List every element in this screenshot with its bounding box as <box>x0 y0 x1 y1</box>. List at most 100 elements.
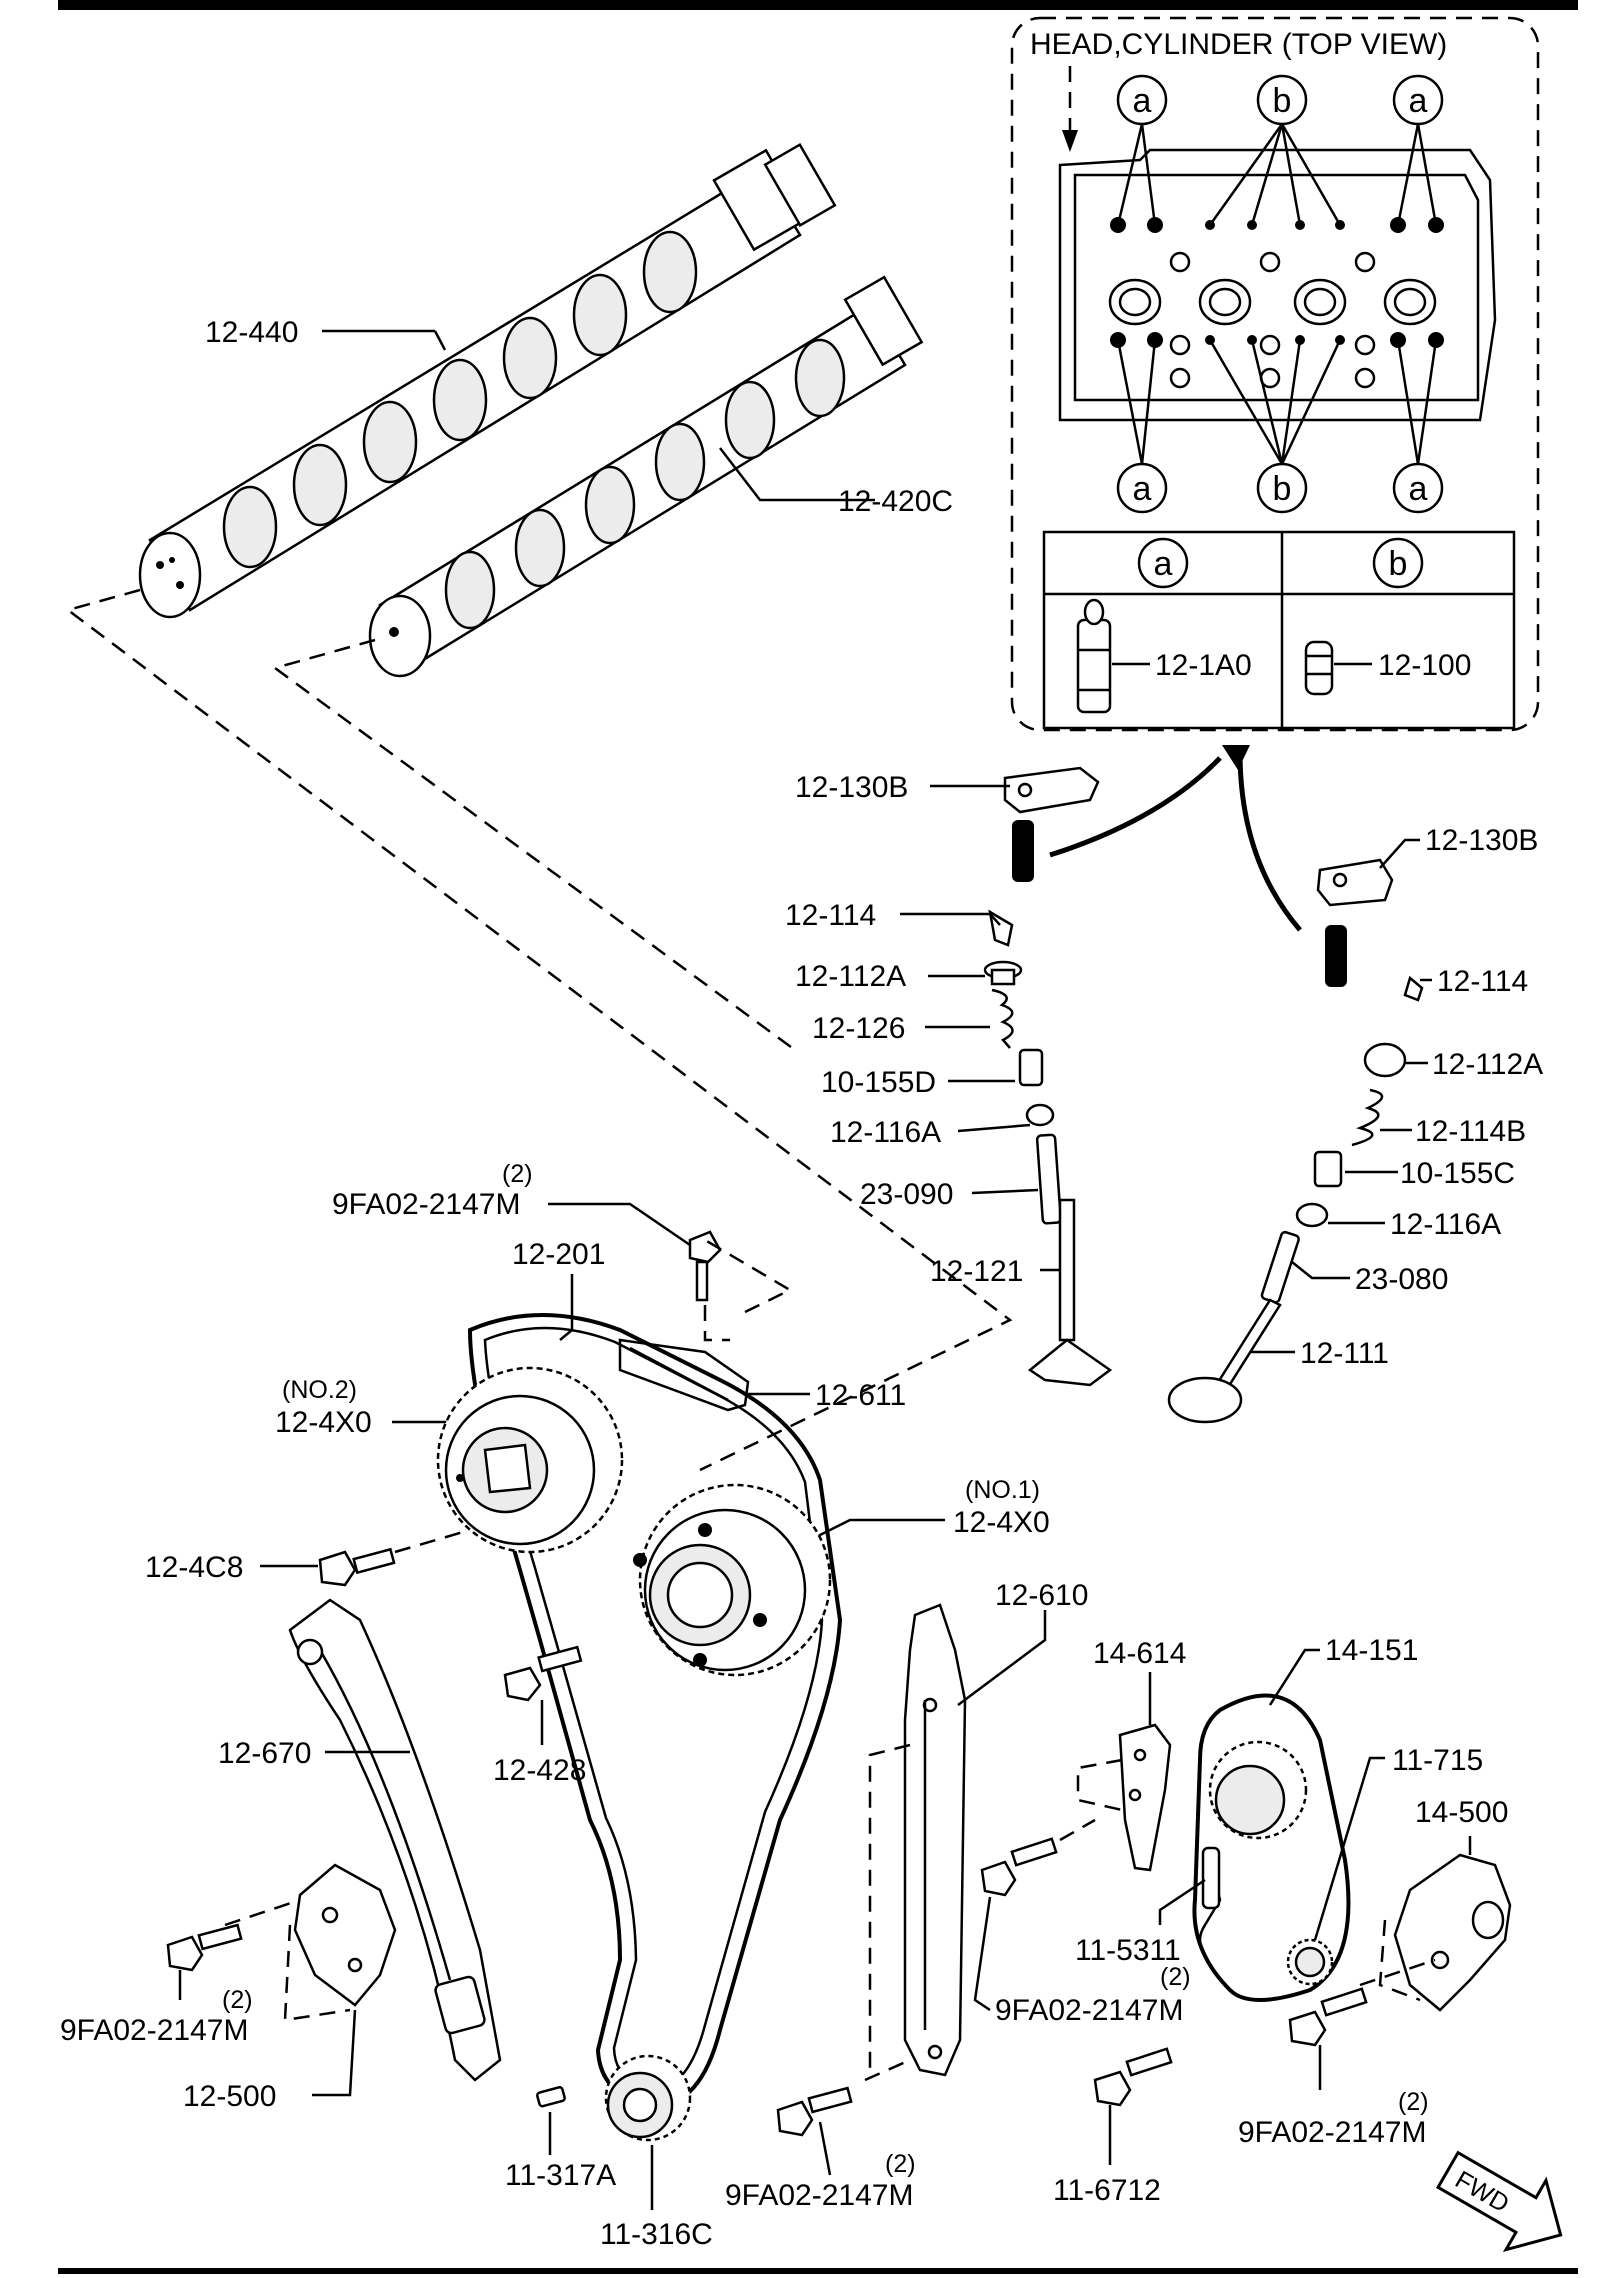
label-12-114-left: 12-114 <box>785 899 876 932</box>
label-12-130B-left: 12-130B <box>795 771 908 804</box>
label-9FA02-2147M-bottom: 9FA02-2147M <box>725 2179 913 2212</box>
label-bolt-qty-br: (2) <box>1398 2088 1429 2116</box>
callout-b-bottom: b <box>1273 470 1292 508</box>
label-bolt-qty-mid: (2) <box>1160 1963 1191 1991</box>
hla-12-1A0-drawing <box>1076 598 1112 714</box>
label-bolt-qty-left: (2) <box>222 1986 253 2014</box>
guide-14-614-assembly-line <box>1076 1758 1123 1812</box>
callout-a-bottom-right: a <box>1409 470 1428 508</box>
bolt-bottom-right <box>1288 1987 1368 2047</box>
callout-a-top-left: a <box>1133 82 1152 120</box>
label-14-500: 14-500 <box>1415 1796 1508 1829</box>
inset-pointer-right <box>1237 751 1302 932</box>
bolt-mid <box>980 1837 1058 1897</box>
label-11-316C: 11-316C <box>600 2218 713 2251</box>
callout-a-bottom-left: a <box>1133 470 1152 508</box>
label-12-670: 12-670 <box>218 1737 311 1770</box>
label-12-201: 12-201 <box>512 1238 605 1271</box>
chain-tensioner-12-500 <box>293 1863 397 2007</box>
inset-frame <box>1010 16 1540 732</box>
label-12-4X0-no1: 12-4X0 <box>953 1506 1050 1539</box>
bolt-12-4C8 <box>318 1547 396 1587</box>
label-11-6712: 11-6712 <box>1053 2174 1161 2207</box>
chain-11-5311 <box>1198 1846 1222 1956</box>
label-12-114B: 12-114B <box>1415 1115 1526 1148</box>
label-10-155C: 10-155C <box>1400 1157 1515 1190</box>
label-bolt-qty-top: (2) <box>502 1160 533 1188</box>
part-12-100: 12-100 <box>1378 649 1471 682</box>
table-col-b: b <box>1389 545 1408 583</box>
label-12-116A-left: 12-116A <box>830 1116 941 1149</box>
guide-14-614 <box>1118 1723 1172 1872</box>
rocker-arm-left <box>1003 766 1100 814</box>
label-no2: (NO.2) <box>282 1376 357 1404</box>
label-12-121: 12-121 <box>930 1255 1023 1288</box>
label-12-428: 12-428 <box>493 1754 586 1787</box>
label-12-610: 12-610 <box>995 1579 1088 1612</box>
hla-dots <box>1110 217 1444 348</box>
label-no1: (NO.1) <box>965 1476 1040 1504</box>
rocker-arm-right <box>1316 858 1394 907</box>
callout-a-top-right: a <box>1409 82 1428 120</box>
label-12-440: 12-440 <box>205 316 298 349</box>
label-12-112A-right: 12-112A <box>1432 1048 1543 1081</box>
intake-camshaft-12-420C <box>368 275 924 678</box>
label-12-420C: 12-420C <box>838 485 953 518</box>
bolt-bottom <box>776 2086 853 2137</box>
tensioner-assembly-line <box>224 1898 351 2022</box>
tensioner-14-500 <box>1393 1853 1512 2012</box>
top-border <box>58 0 1578 10</box>
exhaust-camshaft-12-440 <box>138 142 837 619</box>
label-9FA02-2147M-mid: 9FA02-2147M <box>995 1994 1183 2027</box>
tensioner-14-500-assembly-line <box>1359 1919 1436 2002</box>
inset-pointer-left <box>1049 756 1222 858</box>
tensioner-arm-12-670 <box>288 1598 502 2082</box>
chain-guide-12-610 <box>903 1603 967 2077</box>
bottom-border <box>58 2268 1578 2274</box>
bolt-12-4C8-assembly-line <box>394 1528 471 1554</box>
crank-sprocket-11-316C <box>604 2054 692 2142</box>
label-9FA02-2147M-left: 9FA02-2147M <box>60 2014 248 2047</box>
inset-title: HEAD,CYLINDER (TOP VIEW) <box>1030 28 1447 61</box>
valve-stack-right <box>1167 975 1424 1424</box>
bolt-top-assembly-line <box>703 1238 793 1342</box>
bolt-12-428 <box>503 1645 583 1702</box>
bolt-mid-assembly-line <box>1059 1818 1096 1842</box>
sprocket-no1 <box>633 1483 832 1677</box>
label-12-611: 12-611 <box>815 1379 906 1412</box>
cylinder-head-outline <box>1058 148 1497 422</box>
label-11-317A: 11-317A <box>505 2159 616 2192</box>
label-14-614: 14-614 <box>1093 1637 1186 1670</box>
intake-cam-assembly-line <box>272 638 796 1052</box>
label-12-4C8: 12-4C8 <box>145 1551 243 1584</box>
valve-stack-left <box>983 909 1113 1387</box>
label-11-715: 11-715 <box>1392 1744 1483 1777</box>
label-14-151: 14-151 <box>1325 1634 1418 1667</box>
label-bolt-qty-bottom: (2) <box>885 2150 916 2178</box>
label-12-114-right: 12-114 <box>1437 965 1528 998</box>
inset-legend-table: a b 12-1A0 12-100 <box>1042 530 1516 730</box>
label-23-090: 23-090 <box>860 1178 953 1211</box>
bottom-callouts: a b a <box>1116 339 1444 514</box>
label-12-116A-right: 12-116A <box>1390 1208 1501 1241</box>
label-12-500: 12-500 <box>183 2080 276 2113</box>
label-12-111: 12-111 <box>1300 1337 1389 1370</box>
hla-cylinder-left <box>1012 820 1034 882</box>
timing-chain-12-201 <box>467 1313 843 2108</box>
timing-chain-inner <box>483 1326 824 2092</box>
part-12-1A0: 12-1A0 <box>1155 649 1252 682</box>
label-9FA02-2147M-top: 9FA02-2147M <box>332 1188 520 1221</box>
cylinder-head-inset: HEAD,CYLINDER (TOP VIEW) <box>1010 16 1540 732</box>
guide-12-610-assembly-line <box>864 1743 911 2082</box>
label-12-130B-right: 12-130B <box>1425 824 1538 857</box>
label-10-155D: 10-155D <box>821 1066 936 1099</box>
bolt-top <box>688 1230 722 1302</box>
label-12-112A-left: 12-112A <box>795 960 906 993</box>
exhaust-cam-assembly-line <box>65 588 1013 1472</box>
hla-cylinder-right <box>1325 925 1347 987</box>
hla-12-100-drawing <box>1304 640 1334 696</box>
label-23-080: 23-080 <box>1355 1263 1448 1296</box>
inset-arrow-head <box>1062 130 1078 152</box>
label-12-126: 12-126 <box>812 1012 905 1045</box>
